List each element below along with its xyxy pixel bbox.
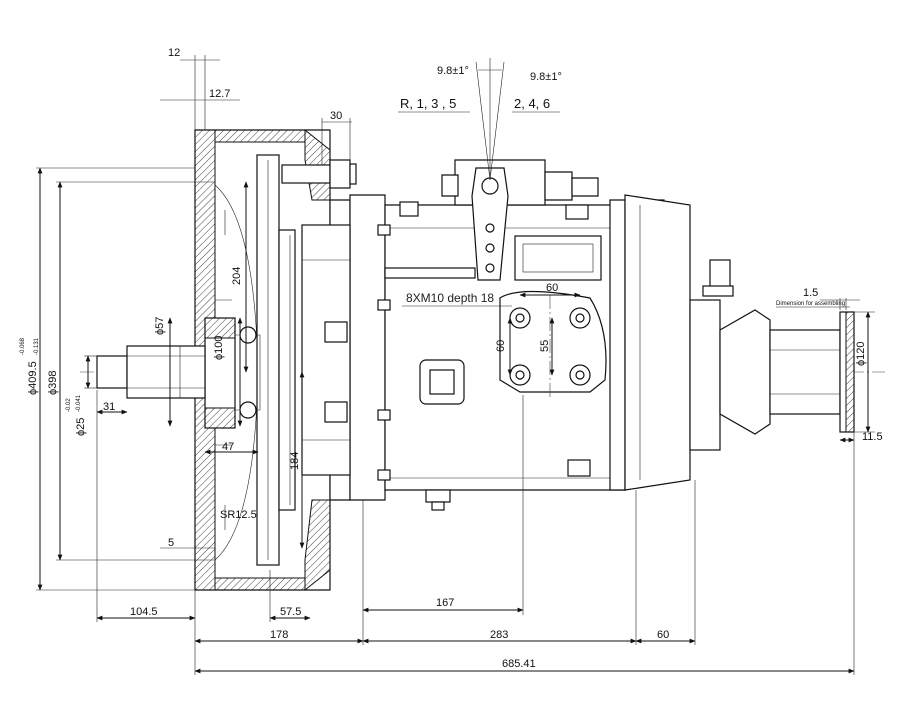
dim-283: 283: [490, 629, 508, 641]
dim-57-5: 57.5: [280, 606, 301, 618]
dim-184: 184: [289, 452, 301, 470]
pto-pad: [499, 290, 607, 400]
dim-47: 47: [222, 441, 234, 453]
input-shaft: [96, 345, 206, 399]
rear-housing: [609, 194, 734, 491]
dim-204: 204: [231, 267, 243, 285]
drain-plug: [425, 459, 591, 511]
dim-25-tol-lower: -0.041: [76, 394, 82, 412]
dim-178: 178: [270, 629, 288, 641]
dim-409: ϕ409.5: [27, 361, 39, 395]
dim-31: 31: [103, 401, 115, 413]
dim-167: 167: [436, 597, 454, 609]
dim-angle-right: 9.8±1°: [530, 71, 562, 83]
gear-label-right: 2, 4, 6: [514, 96, 550, 111]
breather-fitting: [281, 159, 357, 189]
clutch-disc: [256, 154, 296, 566]
thread-note: 8XM10 depth 18: [406, 291, 494, 305]
dim-angle-left: 9.8±1°: [437, 65, 469, 77]
dim-11-5: 11.5: [862, 431, 883, 443]
dim-12: 12: [168, 47, 180, 59]
dim-104-5: 104.5: [130, 606, 158, 618]
dim-60-bottom: 60: [657, 629, 669, 641]
dim-685-41: 685.41: [502, 658, 536, 670]
dim-398: ϕ398: [47, 370, 59, 395]
output-flange: [719, 309, 855, 435]
dim-sr12-5: SR12.5: [220, 509, 257, 521]
dim-12-7: 12.7: [209, 88, 230, 100]
dim-120: ϕ120: [855, 341, 867, 366]
dim-30: 30: [330, 110, 342, 122]
dimension-lines: [36, 55, 875, 675]
dim-60-pto-side: 60: [495, 340, 507, 352]
dim-25-tol-upper: -0.02: [66, 398, 72, 412]
shift-tower: [399, 159, 599, 281]
dim-57: ϕ57: [154, 317, 166, 335]
dim-55: 55: [539, 340, 551, 352]
fill-plug: [419, 359, 465, 405]
dim-409-tol-lower: -0.131: [34, 337, 40, 355]
dimension-labels: 12 12.7 30 9.8±1° 9.8±1° R, 1, 3 , 5 2, …: [20, 47, 883, 670]
dim-1-5: 1.5: [803, 287, 818, 299]
dim-25: ϕ25: [75, 418, 87, 436]
assembly-note: Dimension for assembling: [776, 301, 845, 307]
gear-label-left: R, 1, 3 , 5: [400, 96, 456, 111]
dim-60-pto-top: 60: [546, 282, 558, 294]
dim-409-tol-upper: -0.068: [20, 337, 26, 355]
dim-5: 5: [168, 537, 174, 549]
dim-100: ϕ100: [213, 335, 225, 360]
